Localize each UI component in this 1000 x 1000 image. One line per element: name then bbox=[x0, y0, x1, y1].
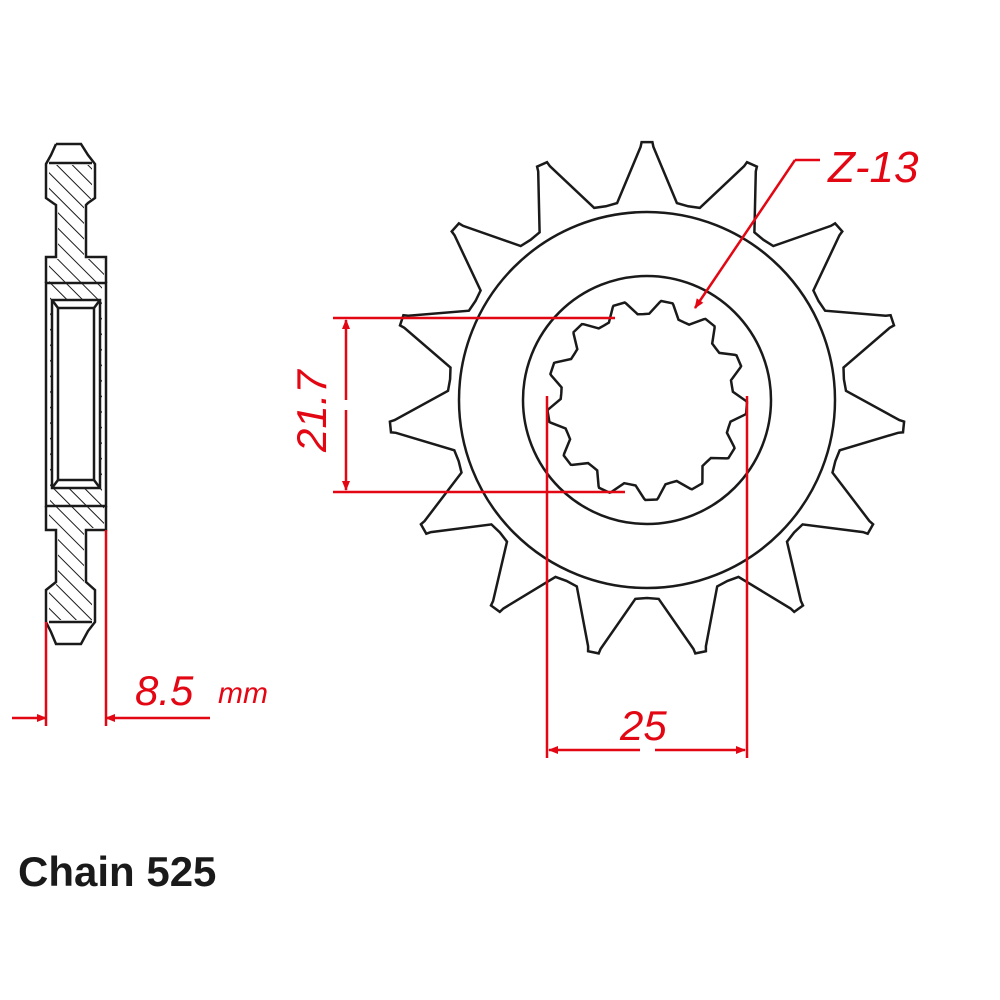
sprocket-front-view bbox=[388, 140, 906, 655]
teeth-count-label: Z-13 bbox=[827, 143, 919, 192]
thickness-dimension bbox=[12, 530, 210, 726]
thickness-value: 8.5 bbox=[135, 667, 194, 714]
spline-outer-value: 25 bbox=[619, 702, 667, 749]
spline-outline bbox=[546, 299, 749, 502]
side-profile-view bbox=[44, 142, 108, 646]
thickness-unit: mm bbox=[218, 677, 268, 710]
hub-circle bbox=[521, 274, 773, 526]
chain-size-title: Chain 525 bbox=[18, 848, 217, 895]
spline-inner-value: 21.7 bbox=[288, 369, 335, 453]
spline-inner-dimension bbox=[333, 316, 625, 494]
spline-outer-dimension bbox=[545, 396, 749, 758]
teeth-count-leader bbox=[693, 158, 820, 309]
sprocket-teeth-outline bbox=[388, 140, 906, 655]
pitch-circle bbox=[457, 210, 837, 590]
